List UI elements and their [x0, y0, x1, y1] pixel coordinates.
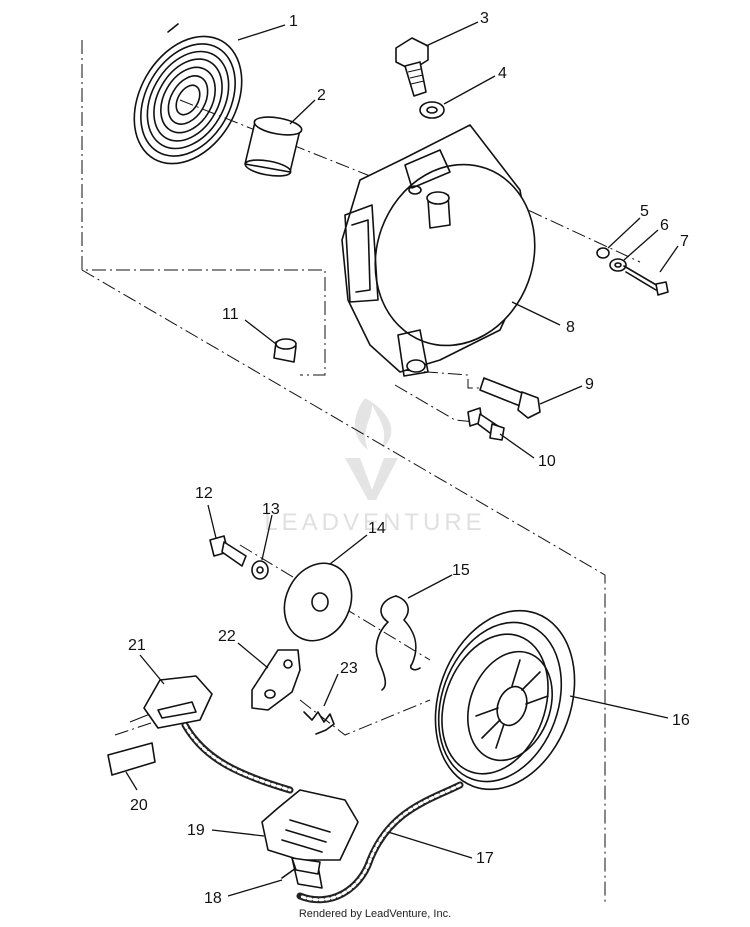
- starter-handle-part: [261, 789, 359, 875]
- short-bolt-part: [467, 407, 505, 441]
- starter-rope-part: [181, 721, 464, 904]
- callout-12: 12: [195, 485, 213, 502]
- pawl-bolt-part: [209, 535, 247, 567]
- callout-7: 7: [680, 233, 689, 250]
- decal-part: [107, 742, 156, 776]
- callout-14: 14: [368, 520, 386, 537]
- recoil-pulley-part: [434, 609, 576, 791]
- watermark-logo-icon: [345, 398, 398, 500]
- lock-washer-part: [609, 258, 627, 272]
- collar-part: [273, 338, 297, 363]
- callout-18: 18: [204, 890, 222, 907]
- callout-19: 19: [187, 822, 205, 839]
- watermark-text: LEADVENTURE: [264, 509, 485, 536]
- bolt-part: [395, 37, 429, 97]
- callout-23: 23: [340, 660, 358, 677]
- washer-part: [419, 101, 445, 119]
- callout-17: 17: [476, 850, 494, 867]
- callout-16: 16: [672, 712, 690, 729]
- nut-part: [596, 247, 610, 259]
- handle-insert-part: [143, 675, 213, 729]
- return-spring-part: [375, 595, 421, 691]
- callout-21: 21: [128, 637, 146, 654]
- pawl-spring-part: [303, 711, 335, 735]
- callout-3: 3: [480, 10, 489, 27]
- bushing-part: [244, 116, 303, 177]
- housing-bolt-part: [479, 377, 541, 419]
- callout-6: 6: [660, 217, 669, 234]
- callout-13: 13: [262, 501, 280, 518]
- callout-labels: 1 2 3 4 5 6 7 8 9 10 11 12 13 14 15 16 1…: [128, 10, 690, 907]
- pawl-washer-part: [251, 560, 269, 580]
- render-credit: Rendered by LeadVenture, Inc.: [298, 908, 452, 920]
- recoil-spring-part: [133, 23, 243, 165]
- screw-part: [623, 265, 669, 296]
- callout-9: 9: [585, 376, 594, 393]
- callout-leaders: [125, 21, 679, 897]
- callout-22: 22: [218, 628, 236, 645]
- callout-2: 2: [317, 87, 326, 104]
- callout-1: 1: [289, 13, 298, 30]
- callout-4: 4: [498, 65, 507, 82]
- callout-5: 5: [640, 203, 649, 220]
- ratchet-pawl-part: [251, 649, 301, 711]
- callout-11: 11: [222, 306, 239, 323]
- callout-8: 8: [566, 319, 575, 336]
- callout-15: 15: [452, 562, 470, 579]
- callout-20: 20: [130, 797, 148, 814]
- callout-10: 10: [538, 453, 556, 470]
- starter-housing-part: [341, 124, 536, 377]
- friction-plate-part: [283, 562, 353, 642]
